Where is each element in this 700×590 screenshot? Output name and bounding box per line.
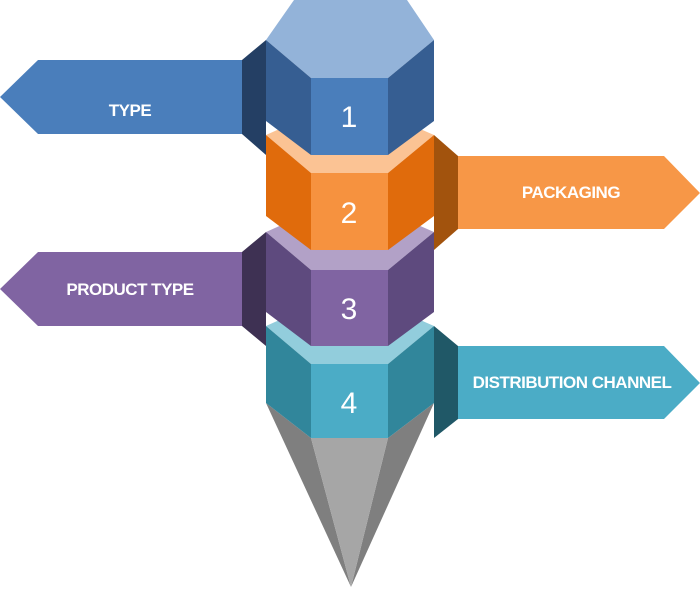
arrow-fold bbox=[434, 135, 458, 250]
arrow-distribution-channel: DISTRIBUTION CHANNEL bbox=[434, 326, 700, 438]
segment-number: 2 bbox=[341, 197, 358, 230]
tip-left-face bbox=[266, 403, 351, 587]
segment-right-face bbox=[388, 326, 434, 438]
arrow-body bbox=[458, 156, 700, 229]
arrow-label: DISTRIBUTION CHANNEL bbox=[473, 373, 672, 392]
segment-left-face bbox=[266, 40, 311, 155]
tip-right-face bbox=[351, 403, 434, 587]
segment-number: 3 bbox=[341, 293, 358, 326]
arrow-body bbox=[0, 252, 242, 326]
segment-number: 4 bbox=[341, 387, 358, 420]
segment-1: 1 bbox=[266, 0, 434, 155]
segment-front-face bbox=[311, 270, 388, 346]
arrow-packaging: PACKAGING bbox=[434, 135, 700, 250]
segment-front-face bbox=[311, 364, 388, 438]
segment-front-face bbox=[311, 78, 388, 155]
segment-top-face bbox=[266, 0, 434, 78]
segment-left-face bbox=[266, 326, 311, 438]
segment-right-face bbox=[388, 135, 434, 250]
arrow-body bbox=[0, 60, 242, 134]
segment-front-face bbox=[311, 173, 388, 250]
arrow-label: PRODUCT TYPE bbox=[66, 280, 193, 299]
arrow-label: TYPE bbox=[109, 101, 152, 120]
pencil-tip bbox=[266, 403, 434, 587]
segment-left-face bbox=[266, 232, 311, 346]
segment-left-face bbox=[266, 135, 311, 250]
arrow-fold bbox=[434, 326, 458, 438]
tip-front-face bbox=[311, 438, 388, 587]
arrow-type: TYPE bbox=[0, 40, 266, 155]
segment-right-face bbox=[388, 232, 434, 346]
segment-right-face bbox=[388, 40, 434, 155]
arrow-body bbox=[458, 346, 700, 419]
arrow-fold bbox=[242, 40, 266, 155]
arrow-label: PACKAGING bbox=[522, 183, 620, 202]
arrow-fold bbox=[242, 232, 266, 346]
segment-number: 1 bbox=[341, 101, 358, 134]
arrow-product-type: PRODUCT TYPE bbox=[0, 232, 266, 346]
